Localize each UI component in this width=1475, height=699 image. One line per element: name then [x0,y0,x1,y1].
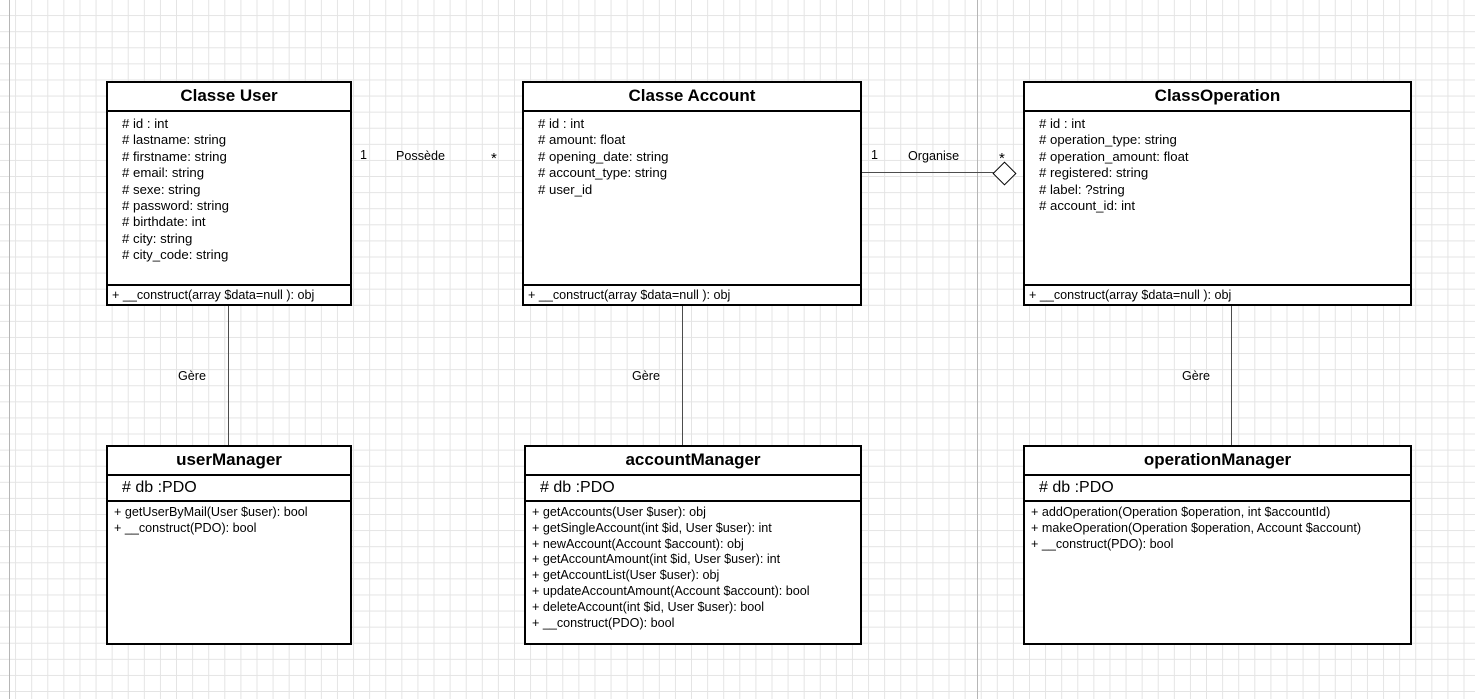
attribute-row: # id : int [122,116,169,131]
class-operations: + getAccounts(User $user): obj + getSing… [526,502,860,643]
class-box-operation-manager[interactable]: operationManager # db :PDO + addOperatio… [1023,445,1412,645]
attribute-row: # email: string [122,165,205,181]
class-attributes: # db :PDO [108,476,350,502]
attribute-row: # user_id [538,181,593,197]
class-box-class-operation[interactable]: ClassOperation # id : int # operation_ty… [1023,81,1412,306]
attribute-row: # account_type: string [538,165,668,181]
attribute-row: # city_code: string [122,247,229,263]
attribute-row: # id : int [538,116,585,131]
attribute-row: # opening_date: string [538,148,669,164]
operation-row: + __construct(array $data=null ): obj [1029,288,1232,302]
association-label-gere: Gère [178,369,206,383]
attribute-row: # id : int [1039,116,1086,131]
class-operations: + addOperation(Operation $operation, int… [1025,502,1410,643]
association-multiplicity-source: 1 [871,148,879,162]
operation-row: + __construct(PDO): bool [114,520,257,535]
class-operations: + __construct(array $data=null ): obj [108,284,350,304]
class-box-account-manager[interactable]: accountManager # db :PDO + getAccounts(U… [524,445,862,645]
operation-row: + updateAccountAmount(Account $account):… [532,583,810,598]
operation-row: + newAccount(Account $account): obj [532,536,744,551]
operation-row: + makeOperation(Operation $operation, Ac… [1031,520,1362,535]
association-multiplicity-target: * [491,150,497,167]
operation-row: + addOperation(Operation $operation, int… [1031,505,1331,519]
class-box-classe-user[interactable]: Classe User # id : int # lastname: strin… [106,81,352,306]
operation-row: + __construct(array $data=null ): obj [112,288,315,302]
attribute-row: # operation_type: string [1039,132,1177,148]
class-title: accountManager [526,447,860,476]
attribute-row: # lastname: string [122,132,227,148]
attribute-row: # operation_amount: float [1039,148,1189,164]
association-label-organise: Organise [908,149,960,163]
class-attributes: # id : int # lastname: string # firstnam… [108,112,350,284]
class-operations: + getUserByMail(User $user): bool + __co… [108,502,350,643]
page-guide-line [9,0,10,699]
attribute-row: # password: string [122,198,230,214]
association-label-gere: Gère [1182,369,1210,383]
association-line-gere-user[interactable] [228,306,229,445]
operation-row: + __construct(PDO): bool [532,615,675,630]
class-operations: + __construct(array $data=null ): obj [1025,284,1410,304]
class-attributes: # id : int # operation_type: string # op… [1025,112,1410,284]
class-attributes: # db :PDO [1025,476,1410,502]
class-box-classe-account[interactable]: Classe Account # id : int # amount: floa… [522,81,862,306]
attribute-row: # label: ?string [1039,181,1125,197]
attribute-row: # city: string [122,230,193,246]
attribute-row: # registered: string [1039,165,1149,181]
operation-row: + __construct(array $data=null ): obj [528,288,731,302]
class-title: Classe Account [524,83,860,112]
class-title: userManager [108,447,350,476]
operation-row: + getUserByMail(User $user): bool [114,505,308,519]
association-label-possede: Possède [396,149,446,163]
class-attributes: # id : int # amount: float # opening_dat… [524,112,860,284]
class-operations: + __construct(array $data=null ): obj [524,284,860,304]
operation-row: + getAccountList(User $user): obj [532,568,720,583]
operation-row: + deleteAccount(int $id, User $user): bo… [532,599,765,614]
attribute-row: # firstname: string [122,148,227,164]
association-line-gere-operation[interactable] [1231,306,1232,445]
class-title: Classe User [108,83,350,112]
association-multiplicity-target: * [999,150,1005,167]
attribute-row: # sexe: string [122,181,201,197]
operation-row: + getAccounts(User $user): obj [532,505,706,519]
class-title: ClassOperation [1025,83,1410,112]
association-line-organise[interactable] [862,172,997,173]
attribute-row: # amount: float [538,132,626,148]
operation-row: + getSingleAccount(int $id, User $user):… [532,520,772,535]
attribute-row: # account_id: int [1039,198,1136,214]
page-guide-line [977,0,978,699]
association-multiplicity-source: 1 [360,148,368,162]
class-attributes: # db :PDO [526,476,860,502]
class-box-user-manager[interactable]: userManager # db :PDO + getUserByMail(Us… [106,445,352,645]
attribute-row: # birthdate: int [122,214,206,230]
operation-row: + __construct(PDO): bool [1031,536,1174,551]
class-title: operationManager [1025,447,1410,476]
operation-row: + getAccountAmount(int $id, User $user):… [532,552,781,567]
association-line-gere-account[interactable] [682,306,683,445]
association-label-gere: Gère [632,369,660,383]
